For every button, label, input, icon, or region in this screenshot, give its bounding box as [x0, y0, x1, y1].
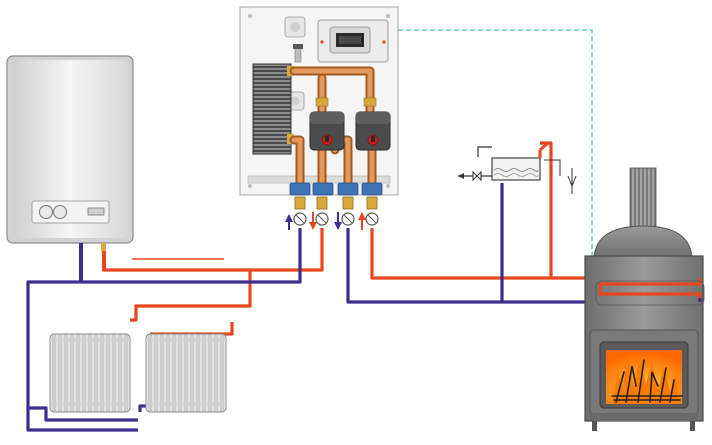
radiator-left: [49, 333, 131, 413]
module-couplings: [289, 182, 383, 196]
plate-heat-exchanger: [252, 63, 294, 155]
wall-boiler: [6, 55, 134, 244]
stove-fire: [606, 350, 683, 404]
boiler-knob-icon[interactable]: [39, 205, 53, 219]
radiator-right: [145, 333, 227, 413]
flow-arrow-up-cold: [285, 214, 293, 230]
shutoff-valves[interactable]: [293, 196, 379, 226]
cold-return-pipes: [26, 183, 700, 432]
circulation-pump-left[interactable]: [309, 111, 345, 151]
control-signal-line: [390, 29, 593, 258]
brass-fittings: [315, 97, 377, 107]
flow-arrow-down-hot: [309, 212, 317, 230]
flow-arrow-up-hot: [358, 212, 366, 230]
boiler-knob-icon[interactable]: [53, 205, 67, 219]
air-vent-icon: [293, 44, 303, 63]
open-expansion-tank: [477, 141, 577, 194]
circulation-pump-right[interactable]: [355, 111, 391, 151]
fill-valve[interactable]: [458, 170, 492, 182]
boiler-connections: [79, 243, 106, 283]
control-box[interactable]: [317, 19, 389, 63]
stove-coil: [595, 278, 705, 306]
boiler-display-icon: [87, 207, 105, 216]
flow-arrow-down-cold: [334, 212, 342, 230]
stove-chimney: [629, 167, 657, 231]
